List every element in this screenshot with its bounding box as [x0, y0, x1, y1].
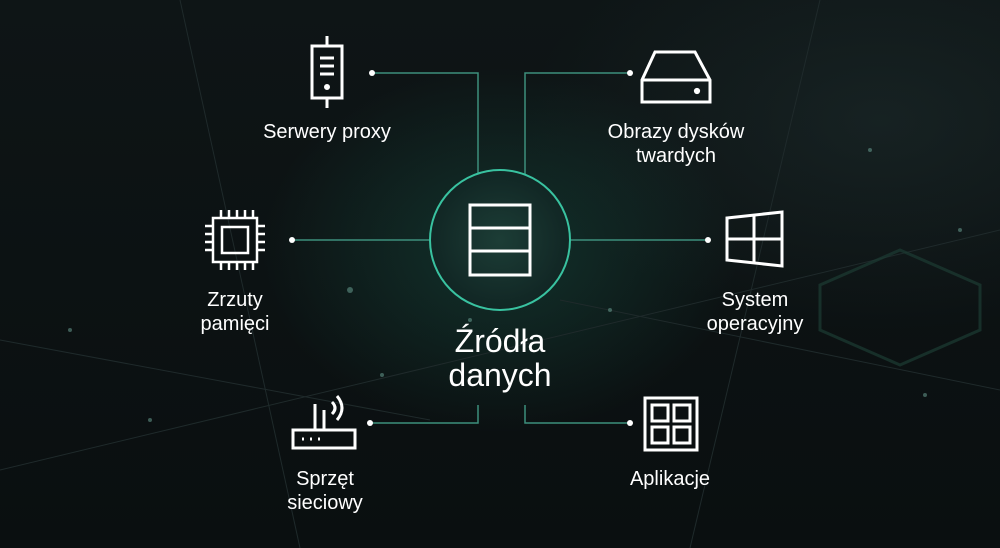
windows-icon [725, 210, 784, 268]
node-network-label: Sprzęt sieciowy [260, 467, 390, 515]
node-proxy-text: Serwery proxy [263, 121, 391, 143]
connector-proxy [372, 72, 479, 175]
center-title-line2: danych [448, 357, 552, 393]
background-particles [68, 148, 962, 422]
background-glow-hex [818, 248, 982, 367]
center-title: Źródła danych [400, 324, 600, 392]
center-circle [429, 169, 571, 311]
node-disks-label: Obrazy dysków twardych [576, 120, 776, 168]
connector-dots [289, 70, 711, 426]
node-proxy-label: Serwery proxy [227, 120, 427, 144]
connectors [292, 72, 708, 424]
node-memory-text-1: Zrzuty [207, 289, 263, 311]
connector-disks [524, 72, 630, 175]
node-network-text-2: sieciowy [287, 492, 363, 514]
node-memory-label: Zrzuty pamięci [170, 288, 300, 336]
node-memory-text-2: pamięci [200, 313, 270, 335]
node-os-label: System operacyjny [680, 288, 830, 336]
connector-apps [524, 405, 630, 424]
connector-network [370, 405, 479, 424]
router-icon [291, 395, 357, 450]
chip-icon [205, 210, 265, 270]
node-apps-label: Aplikacje [605, 467, 735, 491]
node-disks-text-2: twardych [635, 145, 717, 167]
hard-drive-icon [640, 50, 712, 104]
server-icon [310, 36, 344, 108]
node-apps-text: Aplikacje [629, 468, 711, 490]
center-title-line1: Źródła [454, 323, 546, 359]
apps-grid-icon [643, 396, 699, 452]
node-os-text-1: System [721, 289, 789, 311]
node-disks-text-1: Obrazy dysków [607, 121, 745, 143]
node-network-text-1: Sprzęt [296, 468, 354, 490]
node-os-text-2: operacyjny [706, 313, 804, 335]
database-table-icon [468, 203, 532, 277]
